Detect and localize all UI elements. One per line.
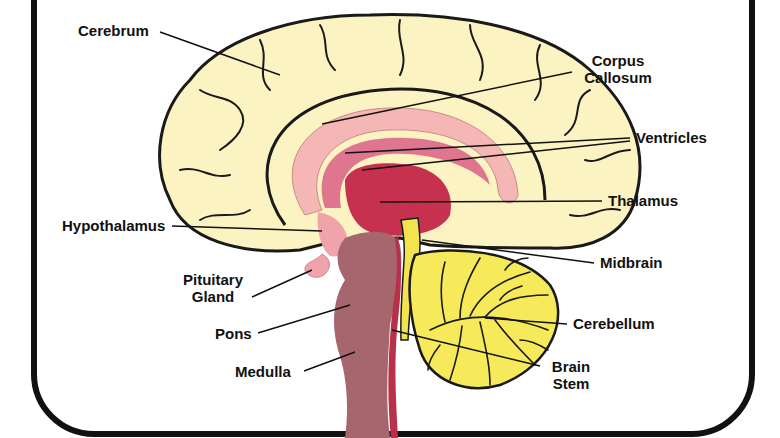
thalamus-shape bbox=[345, 163, 451, 236]
part-label: Cerebellum bbox=[573, 315, 655, 332]
pituitary-shape bbox=[305, 254, 330, 277]
part-label: Cerebrum bbox=[78, 22, 149, 39]
part-label: Midbrain bbox=[600, 254, 663, 271]
stem-stripe bbox=[388, 236, 401, 438]
part-label: Pituitary Gland bbox=[176, 271, 250, 305]
part-label: Brain Stem bbox=[545, 358, 597, 392]
leader-lines bbox=[160, 32, 630, 371]
cerebellum-shape bbox=[410, 250, 559, 388]
cerebrum-shape bbox=[160, 15, 640, 251]
part-label: Corpus Callosum bbox=[577, 52, 659, 86]
part-label: Thalamus bbox=[608, 192, 678, 209]
part-label: Medulla bbox=[235, 363, 291, 380]
part-label: Ventricles bbox=[636, 129, 707, 146]
part-label: Pons bbox=[215, 325, 252, 342]
brain-stem-shape bbox=[334, 232, 401, 438]
part-label: Hypothalamus bbox=[62, 217, 165, 234]
